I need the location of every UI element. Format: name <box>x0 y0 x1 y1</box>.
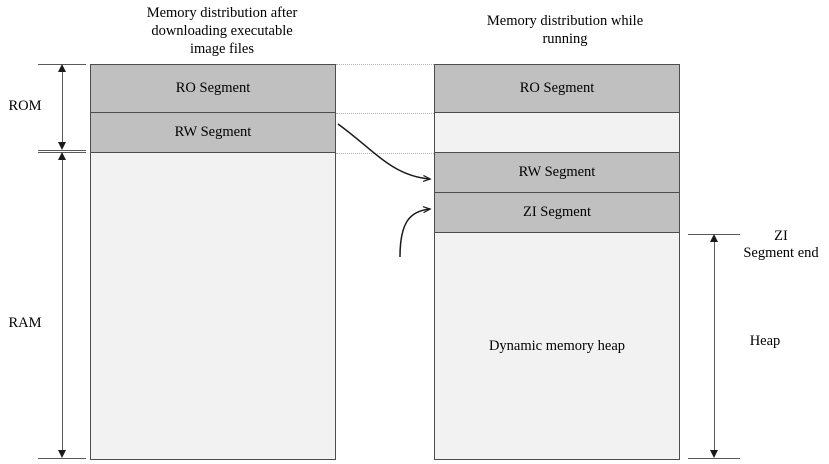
left-diagram-title: Memory distribution after downloading ex… <box>146 5 298 57</box>
left-memory-column: RO Segment RW Segment <box>90 64 336 460</box>
left-segment-ro: RO Segment <box>90 64 336 113</box>
right-segment-zi-label: ZI Segment <box>522 204 592 220</box>
right-diagram-title: Memory distribution while running <box>486 13 644 47</box>
right-segment-gap <box>434 112 680 153</box>
right-segment-ro-label: RO Segment <box>519 80 595 96</box>
left-segment-ro-label: RO Segment <box>175 80 251 96</box>
left-segment-rw: RW Segment <box>90 112 336 153</box>
right-segment-rw: RW Segment <box>434 152 680 193</box>
right-segment-ro: RO Segment <box>434 64 680 113</box>
right-segment-rw-label: RW Segment <box>518 164 596 180</box>
ram-bracket-label: RAM <box>8 315 42 331</box>
zi-segment-end-label: ZI Segment end <box>743 228 819 261</box>
left-segment-rw-label: RW Segment <box>174 124 252 140</box>
alignment-guide-rw-bottom <box>336 153 436 154</box>
heap-bracket-label: Heap <box>749 333 781 349</box>
right-segment-heap: Dynamic memory heap <box>434 232 680 460</box>
alignment-guide-ro-bottom <box>336 113 436 114</box>
alignment-guide-top <box>336 64 436 65</box>
right-segment-zi: ZI Segment <box>434 192 680 233</box>
right-memory-column: RO Segment RW Segment ZI Segment Dynamic… <box>434 64 680 460</box>
connector-rw-arrow <box>337 123 430 179</box>
right-segment-heap-label: Dynamic memory heap <box>488 337 626 354</box>
connector-zi-arrow <box>399 209 430 258</box>
rom-bracket-label: ROM <box>8 98 42 114</box>
left-segment-free-ram <box>90 152 336 460</box>
